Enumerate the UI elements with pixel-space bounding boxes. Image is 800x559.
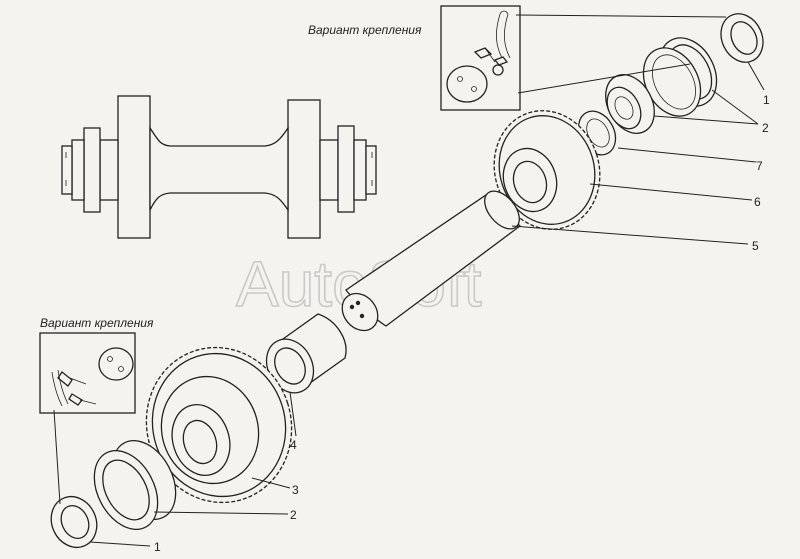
part-4-sleeve xyxy=(265,313,347,394)
part-3-gear xyxy=(145,346,293,504)
callout-1-bottom: 1 xyxy=(154,540,161,554)
part-2-bottom-bearing xyxy=(93,440,177,530)
callout-2-bottom: 2 xyxy=(290,508,297,522)
callout-7: 7 xyxy=(756,159,763,173)
part-2-top-bearing-outer-race xyxy=(642,37,718,117)
top-fastening-variant xyxy=(440,5,521,111)
part-1-top-retaining-ring xyxy=(720,13,764,63)
callout-4: 4 xyxy=(290,438,297,452)
part-1-bottom-retaining-ring xyxy=(50,496,98,548)
top-variant-caption: Вариант крепления xyxy=(308,23,422,37)
bottom-fastening-variant xyxy=(39,332,136,414)
bottom-variant-caption: Вариант крепления xyxy=(40,316,154,330)
callout-1-top: 1 xyxy=(763,93,770,107)
callout-3: 3 xyxy=(292,483,299,497)
part-2-top-bearing-inner-race xyxy=(605,74,655,134)
callout-2-top: 2 xyxy=(762,121,769,135)
shaft-section-view xyxy=(61,95,377,239)
callout-5: 5 xyxy=(752,239,759,253)
part-6-gear xyxy=(493,110,601,230)
part-5-splined-shaft xyxy=(341,190,522,332)
leader-lines xyxy=(53,14,765,547)
callout-6: 6 xyxy=(754,195,761,209)
